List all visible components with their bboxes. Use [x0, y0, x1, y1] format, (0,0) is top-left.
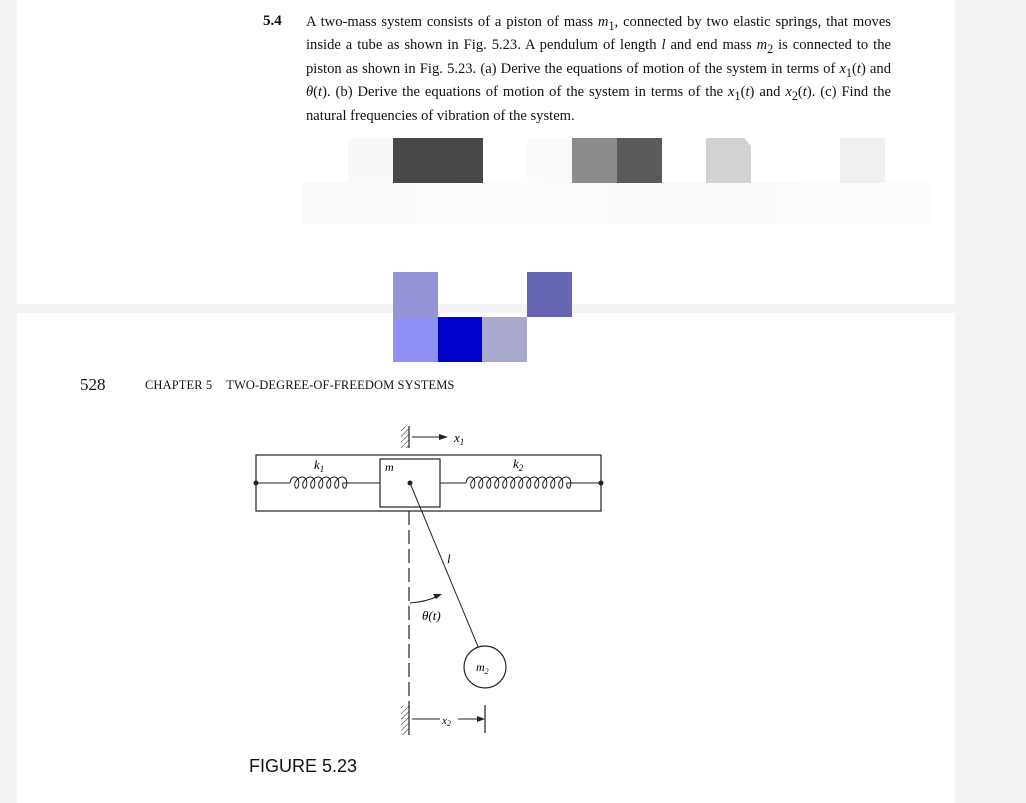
label-x1: x1: [453, 430, 464, 447]
theta-arc-head: [433, 594, 442, 599]
scan-artifact-block: [438, 317, 483, 362]
scan-artifact-block: [438, 138, 483, 183]
pendulum-mass-m2: [463, 645, 507, 689]
theta-arc: [409, 595, 439, 604]
spring-k1-coil: [289, 476, 348, 489]
scan-artifact-block: [527, 272, 572, 317]
scan-artifact-block: [840, 138, 885, 183]
problem-text: A two-mass system consists of a piston o…: [306, 14, 891, 124]
tube: [255, 454, 602, 512]
pendulum-rod: [409, 482, 480, 650]
spring-k2-coil: [465, 476, 572, 489]
figure-5-23-diagram: k1 m k2 x1 l θ(t) m2 x2: [253, 426, 604, 735]
scan-artifact-block: [482, 317, 527, 362]
left-anchor-dot: [253, 480, 259, 486]
page-top: [17, 0, 955, 304]
scan-artifact-block: [393, 317, 438, 362]
scan-artifact-block: [393, 272, 438, 317]
scan-artifact-block: [393, 138, 438, 183]
spring-k2: [465, 476, 572, 489]
page-bottom: [17, 313, 955, 803]
label-k1: k1: [314, 457, 324, 474]
top-wall-hatch: [401, 426, 409, 448]
x2-arrow-head: [477, 716, 485, 722]
bottom-wall-hatch: [401, 706, 409, 735]
scan-artifact-block: [572, 138, 617, 183]
scan-artifact-block: [617, 138, 662, 183]
chapter-number: CHAPTER 5: [145, 378, 213, 392]
scan-artifact-block: [527, 138, 572, 183]
problem-number: 5.4: [263, 13, 282, 29]
scan-artifact-block: [348, 138, 393, 183]
chapter-title: TWO-DEGREE-OF-FREEDOM SYSTEMS: [226, 378, 455, 392]
x1-arrow-head: [439, 434, 448, 440]
spring-k1: [289, 476, 348, 489]
label-theta: θ(t): [422, 608, 441, 623]
scan-artifact-strip: [303, 182, 933, 224]
label-l: l: [447, 551, 451, 566]
scan-artifact-block: [706, 138, 751, 183]
label-m2: m2: [476, 660, 489, 676]
label-m: m: [385, 460, 394, 474]
page-number: 528: [80, 375, 106, 394]
chapter-heading: CHAPTER 5 TWO-DEGREE-OF-FREEDOM SYSTEMS: [145, 378, 454, 393]
label-k2: k2: [513, 456, 524, 473]
figure-caption: FIGURE 5.23: [249, 756, 358, 776]
label-x2: x2: [441, 715, 451, 728]
right-anchor-dot: [598, 480, 604, 486]
